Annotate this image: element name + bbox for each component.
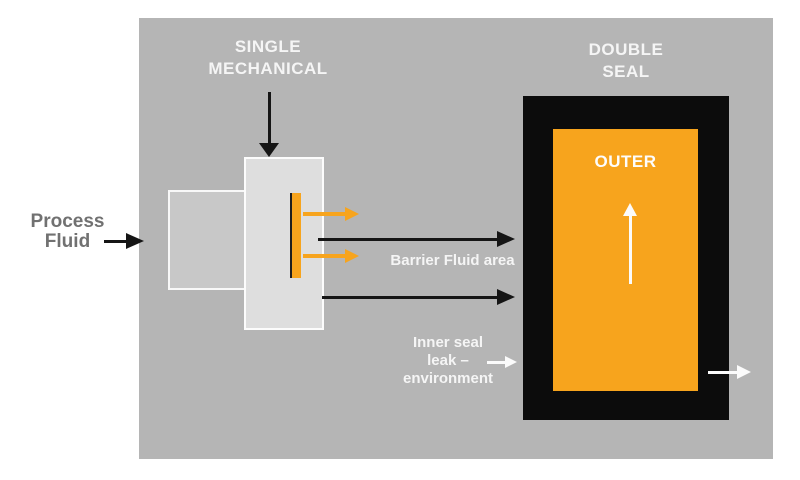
arrow-stem [322, 295, 497, 299]
down-arrow-icon [259, 92, 279, 157]
process-fluid-label: Process Fluid [15, 212, 120, 252]
seal-face-bar [290, 193, 301, 278]
arrow-head [497, 289, 515, 305]
label-line: leak – [427, 352, 469, 369]
black-right-arrow-icon [322, 289, 515, 305]
arrow-head [623, 203, 637, 216]
double-seal-title: DOUBLE SEAL [536, 39, 716, 83]
barrier-fluid-label: Barrier Fluid area [390, 252, 515, 269]
seal-body-rect [244, 157, 324, 330]
arrow-stem [267, 92, 271, 143]
label-line: Inner seal [412, 334, 484, 351]
title-line: DOUBLE [588, 40, 664, 59]
label-line: Fluid [44, 231, 91, 252]
arrow-head [505, 356, 517, 368]
arrow-head [345, 249, 359, 263]
arrow-head [345, 207, 359, 221]
inner-seal-leak-label: Inner seal leak – environment [383, 334, 513, 388]
seal-housing-rect [168, 190, 246, 290]
arrow-stem [487, 360, 505, 364]
black-right-arrow-icon [318, 231, 515, 247]
label-line: Process [30, 211, 105, 232]
outer-seal-label: OUTER [594, 152, 657, 171]
barrier-chamber-rect [553, 129, 698, 391]
white-right-arrow-icon [708, 365, 751, 379]
black-right-arrow-icon [104, 233, 144, 249]
arrow-head [497, 231, 515, 247]
arrow-head [126, 233, 144, 249]
white-up-arrow-icon [623, 203, 637, 284]
arrow-stem [303, 212, 345, 216]
orange-right-arrow-icon [303, 249, 359, 263]
arrow-stem [708, 370, 737, 374]
title-line: MECHANICAL [208, 59, 328, 78]
arrow-stem [303, 254, 345, 258]
arrow-stem [628, 216, 632, 284]
arrow-head [259, 143, 279, 157]
orange-right-arrow-icon [303, 207, 359, 221]
title-line: SEAL [602, 62, 650, 81]
white-right-arrow-icon [487, 356, 517, 368]
arrow-stem [104, 239, 126, 243]
label-line: environment [402, 370, 493, 387]
title-line: SINGLE [234, 37, 302, 56]
arrow-stem [318, 237, 497, 241]
single-mechanical-seal-title: SINGLE MECHANICAL [178, 36, 358, 80]
arrow-head [737, 365, 751, 379]
